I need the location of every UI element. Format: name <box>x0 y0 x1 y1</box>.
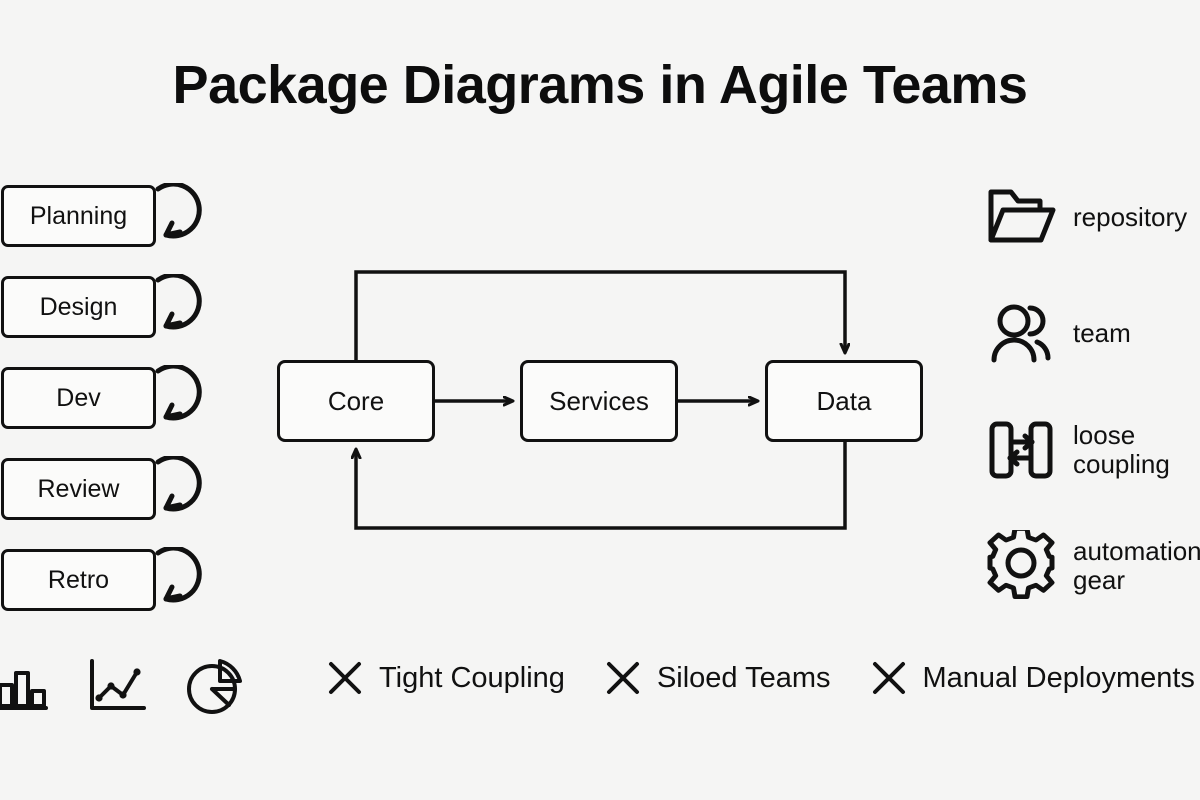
phase-box-planning[interactable]: Planning <box>1 185 156 247</box>
x-mark-icon <box>872 662 905 694</box>
legend-label: automation gear <box>1073 535 1200 595</box>
folder-icon <box>988 189 1056 243</box>
antipattern-group: Tight Coupling Siloed Teams Manual Deplo… <box>325 658 1195 698</box>
package-label: Services <box>549 386 649 416</box>
bottom-strip: Tight Coupling Siloed Teams Manual Deplo… <box>0 655 1200 750</box>
gear-icon <box>987 530 1055 599</box>
phase-label: Retro <box>47 565 110 594</box>
flow-connectors <box>262 270 942 530</box>
team-people-icon <box>991 304 1051 363</box>
chart-icon-group <box>0 655 246 717</box>
phase-label: Review <box>37 474 120 503</box>
package-box-data[interactable]: Data <box>765 360 923 442</box>
self-loop-arrow-icon <box>155 547 202 603</box>
phase-row-dev[interactable]: Dev <box>0 365 215 458</box>
page-title: Package Diagrams in Agile Teams <box>172 55 1028 115</box>
phase-label: Planning <box>29 201 128 230</box>
self-loop-arrow-icon <box>155 365 202 421</box>
self-loop-arrow-icon <box>155 183 202 239</box>
phase-row-planning[interactable]: Planning <box>0 183 215 276</box>
line-chart-icon[interactable] <box>86 655 148 717</box>
legend-label: team <box>1073 318 1131 349</box>
phase-box-design[interactable]: Design <box>1 276 156 338</box>
antipattern-label: Tight Coupling <box>379 661 565 694</box>
phase-list: Planning Design Dev <box>0 183 215 640</box>
loose-coupling-icon <box>989 421 1053 479</box>
legend-item-team[interactable]: team <box>985 298 1131 370</box>
phase-row-review[interactable]: Review <box>0 456 215 549</box>
phase-row-retro[interactable]: Retro <box>0 547 215 640</box>
phase-label: Design <box>39 292 118 321</box>
bar-chart-icon[interactable] <box>0 655 50 717</box>
legend-item-repository[interactable]: repository <box>985 182 1187 254</box>
phase-box-review[interactable]: Review <box>1 458 156 520</box>
legend-item-automation-gear[interactable]: automation gear <box>985 530 1200 602</box>
legend-label: repository <box>1073 202 1188 233</box>
package-box-services[interactable]: Services <box>520 360 678 442</box>
self-loop-arrow-icon <box>155 456 202 512</box>
antipattern-label: Manual Deployments <box>922 661 1195 694</box>
phase-box-retro[interactable]: Retro <box>1 549 156 611</box>
antipattern-siloed-teams[interactable]: Siloed Teams <box>603 658 831 698</box>
pie-chart-icon[interactable] <box>184 655 246 717</box>
self-loop-arrow-icon <box>155 274 202 330</box>
package-label: Data <box>816 386 872 416</box>
antipattern-label: Siloed Teams <box>656 661 831 694</box>
phase-row-design[interactable]: Design <box>0 274 215 367</box>
phase-box-dev[interactable]: Dev <box>1 367 156 429</box>
legend-item-loose-coupling[interactable]: loose coupling <box>985 414 1170 486</box>
x-mark-icon <box>329 662 361 694</box>
package-label: Core <box>327 386 385 416</box>
legend-label: loose coupling <box>1073 419 1170 479</box>
phase-label: Dev <box>56 383 101 412</box>
package-box-core[interactable]: Core <box>277 360 435 442</box>
package-flow-diagram: Core Services Data <box>262 258 942 543</box>
antipattern-tight-coupling[interactable]: Tight Coupling <box>325 658 565 698</box>
antipattern-manual-deployments[interactable]: Manual Deployments <box>869 658 1195 698</box>
x-mark-icon <box>606 662 639 694</box>
